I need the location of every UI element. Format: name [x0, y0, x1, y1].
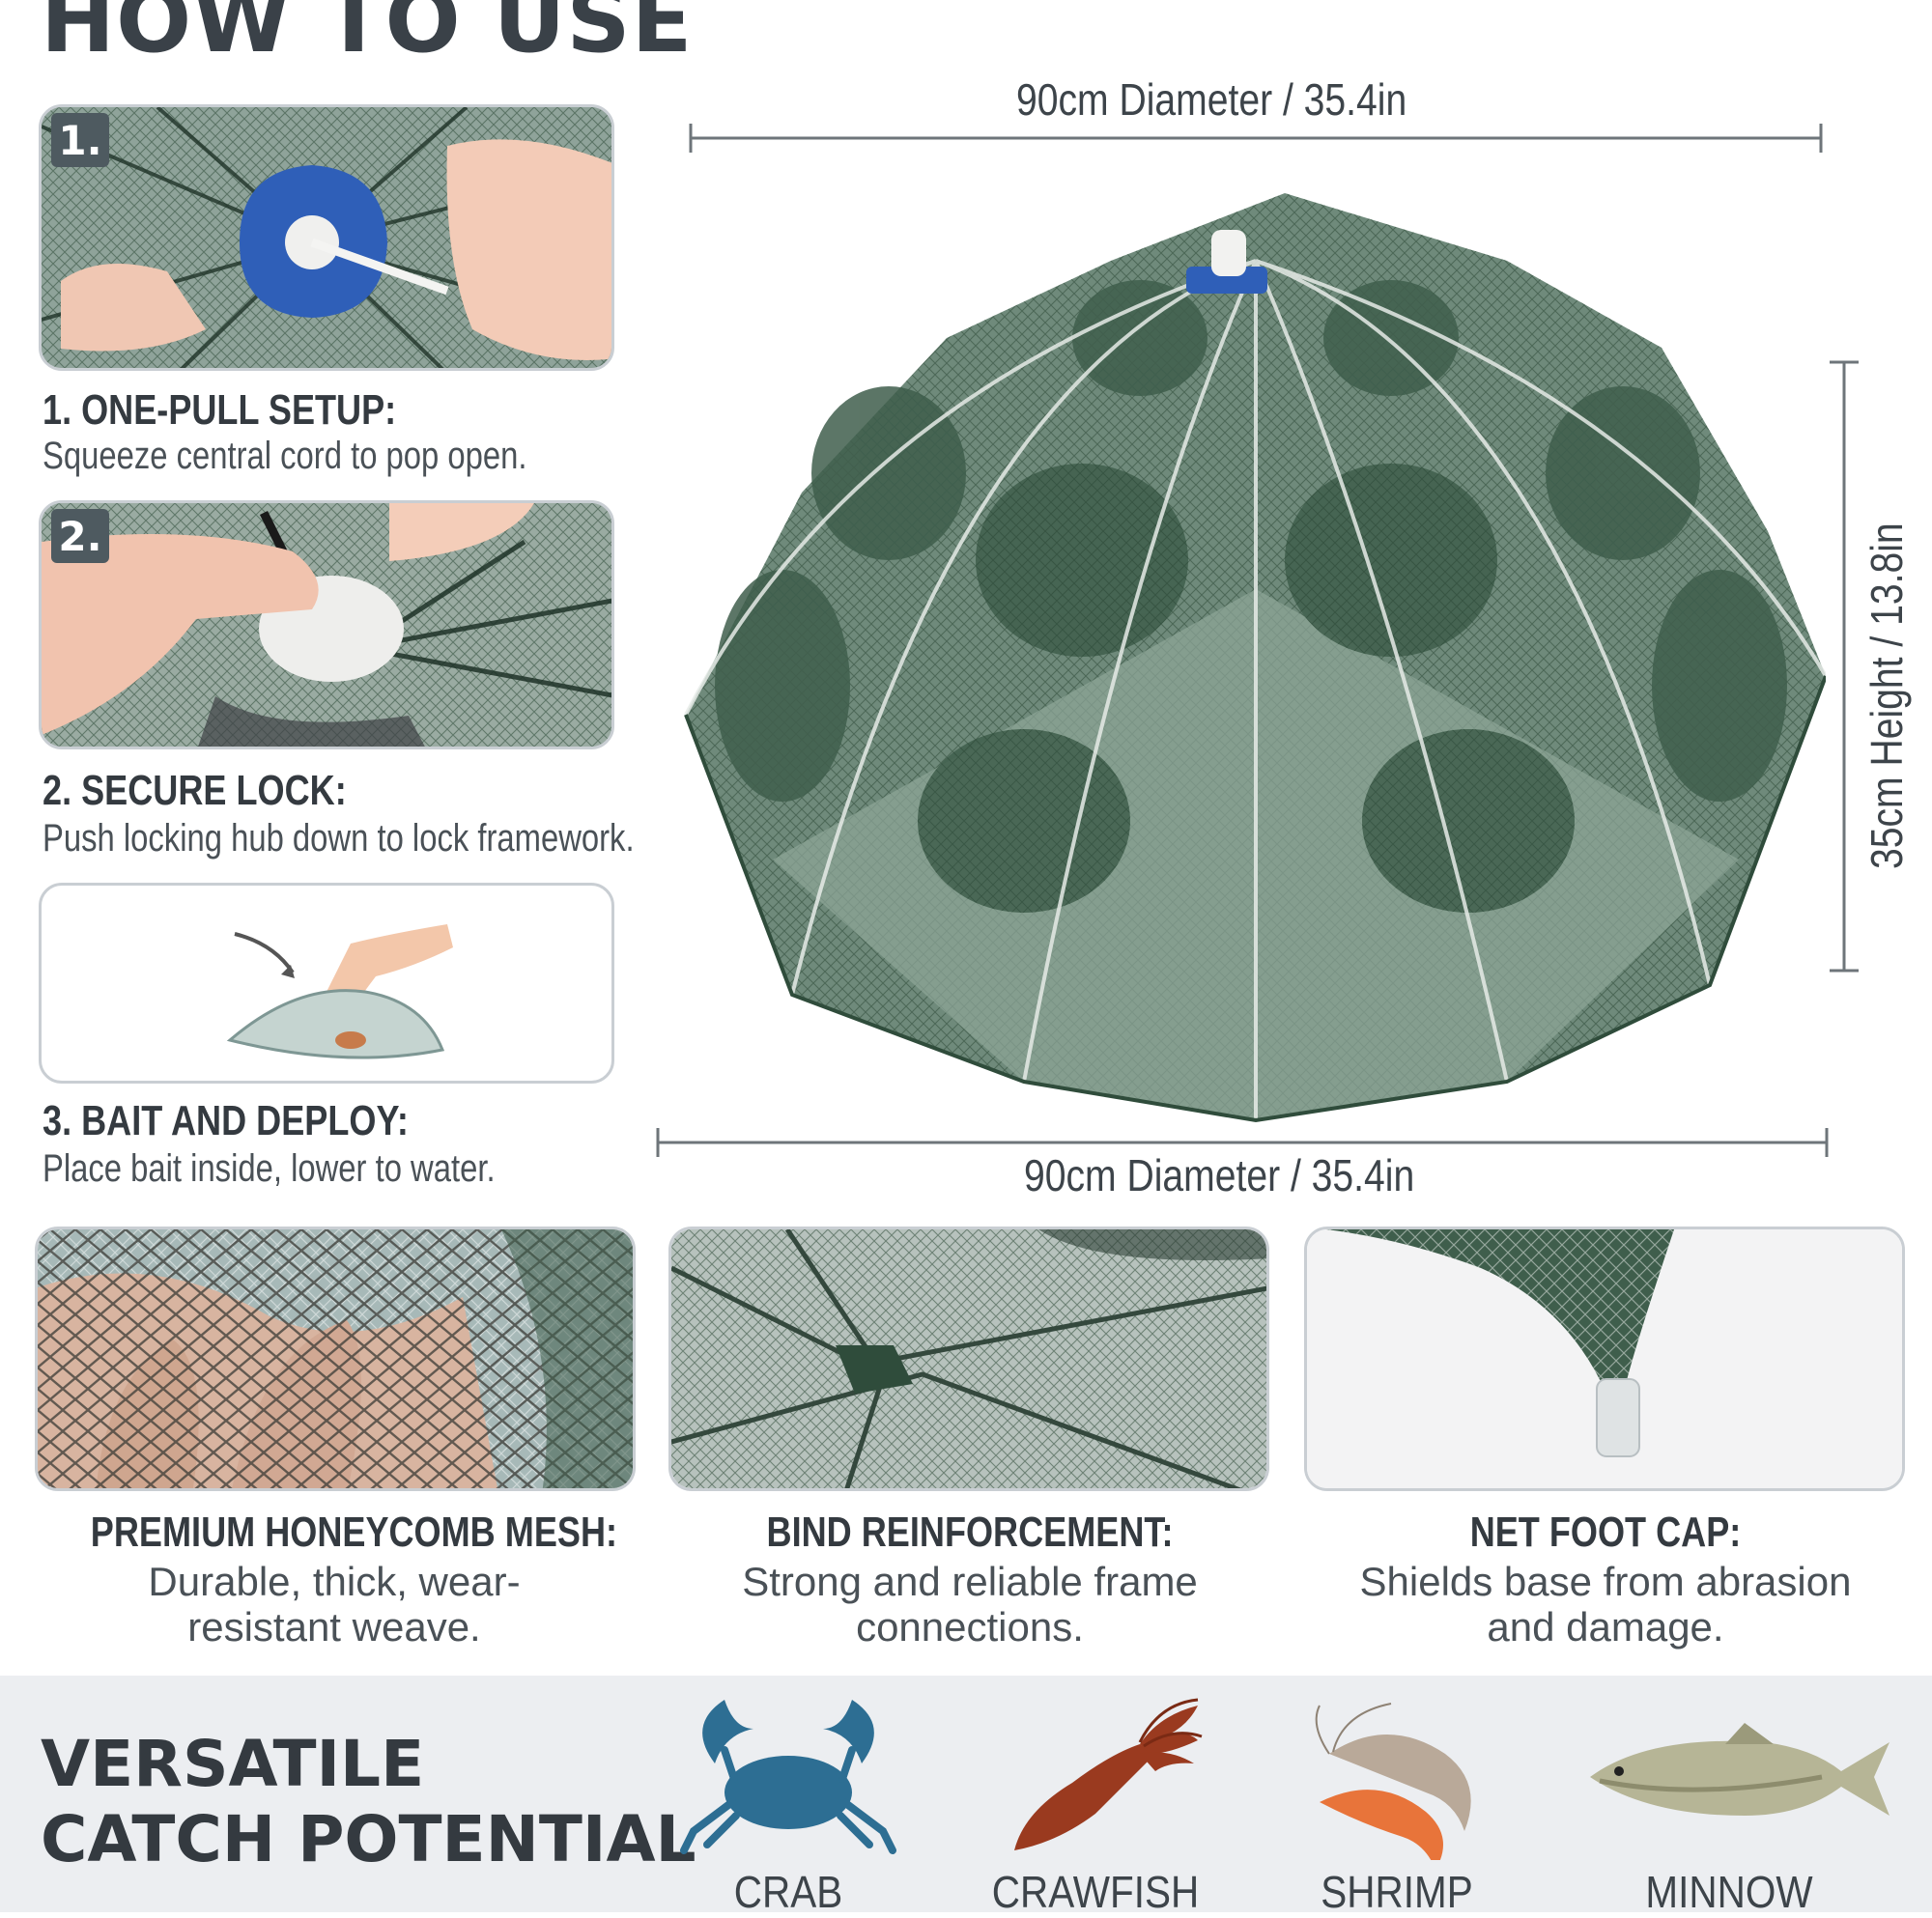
minnow-icon [1590, 1723, 1889, 1816]
catch-title-line1: VERSATILE [41, 1727, 425, 1801]
feature-foot-cap-title: NET FOOT CAP: [1469, 1509, 1742, 1556]
feature-foot-cap-image [1304, 1227, 1905, 1491]
step-2-badge: 2. [51, 509, 109, 563]
bottom-diameter-label: 90cm Diameter / 35.4in [1024, 1150, 1415, 1200]
feature-foot-cap-description: Shields base from abrasion and damage. [1359, 1559, 1852, 1650]
catch-section [0, 1676, 1932, 1912]
step-2-image: 2. [39, 500, 614, 749]
step-1-image: 1. [39, 104, 614, 371]
height-line [1830, 360, 1859, 973]
catch-title-line2: CATCH POTENTIAL [41, 1802, 696, 1876]
feature-mesh-description: Durable, thick, wear-resistant weave. [148, 1559, 521, 1650]
minnow-label: MINNOW [1645, 1867, 1813, 1917]
feature-bind-title: BIND REINFORCEMENT: [766, 1509, 1174, 1556]
step-3-description: Place bait inside, lower to water. [43, 1147, 496, 1190]
shrimp-label: SHRIMP [1321, 1867, 1473, 1917]
feature-mesh-image [35, 1227, 636, 1491]
step-3-image [39, 883, 614, 1084]
step-1-badge: 1. [51, 113, 109, 167]
page-title: HOW TO USE [41, 0, 694, 72]
crab-icon [680, 1700, 896, 1854]
step-2-description: Push locking hub down to lock framework. [43, 817, 635, 860]
top-diameter-line [689, 124, 1823, 153]
height-label: 35cm Height / 13.8in [1861, 522, 1912, 869]
step-1-description: Squeeze central cord to pop open. [43, 435, 527, 477]
crawfish-icon [1014, 1698, 1203, 1850]
bottom-diameter-line [656, 1128, 1829, 1157]
top-diameter-label: 90cm Diameter / 35.4in [1016, 74, 1407, 125]
step-1-title: 1. ONE-PULL SETUP: [43, 386, 397, 434]
feature-mesh-title: PREMIUM HONEYCOMB MESH: [90, 1509, 618, 1556]
step-3-title: 3. BAIT AND DEPLOY: [43, 1097, 409, 1144]
crawfish-label: CRAWFISH [991, 1867, 1200, 1917]
feature-bind-description: Strong and reliable frame connections. [742, 1559, 1198, 1650]
trap-image [684, 193, 1826, 1123]
shrimp-icon [1315, 1703, 1471, 1860]
feature-bind-image [668, 1227, 1269, 1491]
crab-label: CRAB [733, 1867, 843, 1917]
step-2-title: 2. SECURE LOCK: [43, 767, 347, 814]
